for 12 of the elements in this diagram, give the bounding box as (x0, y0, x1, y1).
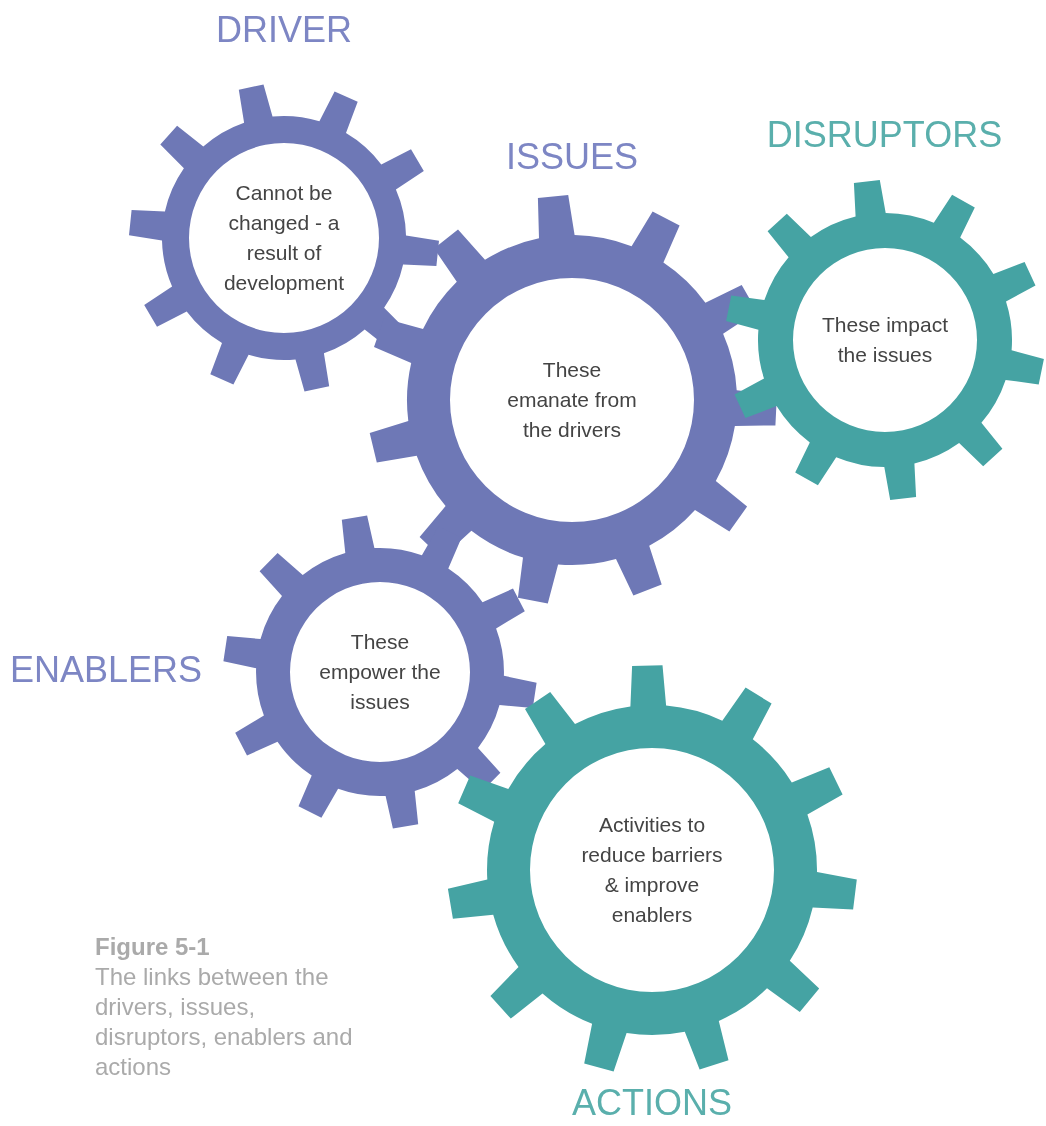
gear-text: These emanate from the drivers (507, 357, 637, 443)
gear-text: These impact the issues (820, 312, 950, 368)
gear-heading: ENABLERS (10, 648, 203, 692)
gear-text: These empower the issues (318, 629, 442, 715)
figure-caption: Figure 5-1 The links between the drivers, issues, disruptors, enablers and actions (95, 932, 354, 1082)
gear-heading: ACTIONS (571, 1081, 733, 1125)
gear-text: Activities to reduce barriers & improve enablers (580, 812, 724, 928)
gear-heading: DISRUPTORS (765, 113, 1004, 157)
gear-text: Cannot be changed - a result of development (222, 180, 346, 296)
gear-node (10, 514, 538, 830)
gear-heading: ISSUES (504, 135, 639, 179)
gear-heading: DRIVER (215, 8, 353, 52)
